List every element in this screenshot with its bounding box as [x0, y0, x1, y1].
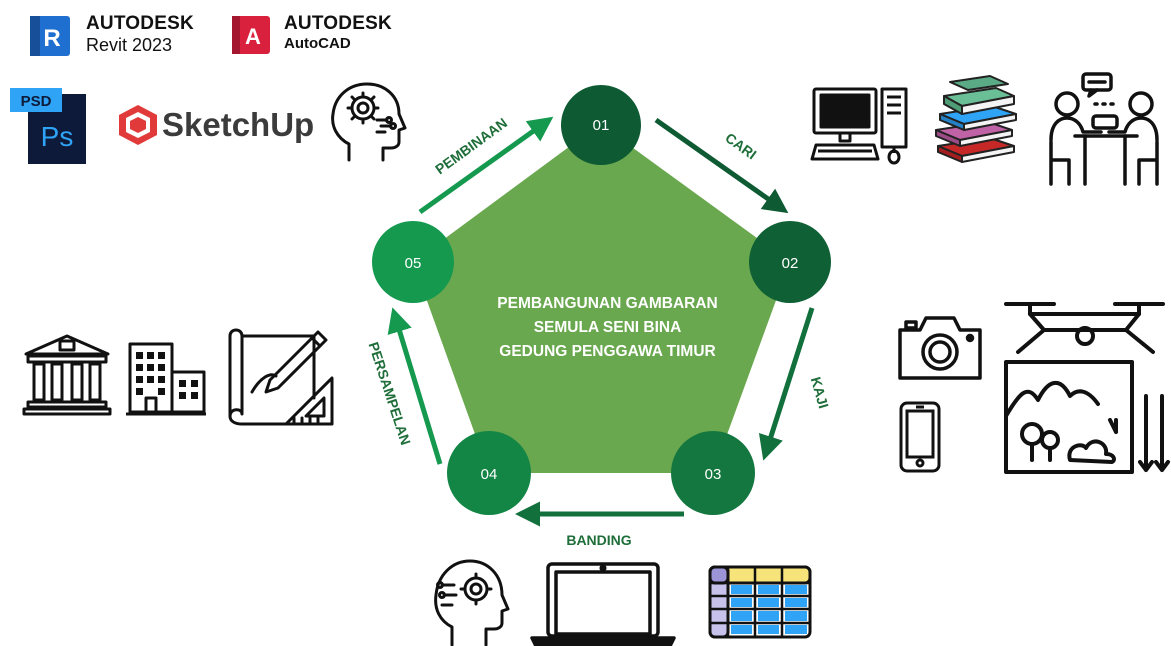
arrow-04-05 — [387, 307, 443, 465]
node-01-label: 01 — [593, 117, 610, 134]
arrow-01-02 — [654, 117, 789, 214]
smartphone-icon — [899, 401, 941, 473]
arrow-02-03 — [758, 307, 815, 461]
blueprint-drawing-icon — [228, 328, 334, 426]
center-title-line-2: SEMULA SENI BINA — [533, 319, 682, 336]
node-04-label: 04 — [481, 466, 498, 483]
node-05-label: 05 — [405, 255, 422, 272]
museum-icon — [22, 334, 112, 416]
autocad-brand: AUTODESK — [284, 13, 392, 34]
node-03-label: 03 — [705, 466, 722, 483]
revit-logo-icon: R — [30, 16, 70, 56]
node-05: 05 — [372, 221, 454, 303]
sketchup-logo-icon — [119, 105, 157, 145]
brain-gear-icon — [331, 82, 407, 162]
sketchup-logo: SketchUp — [118, 100, 323, 150]
revit-logo: R AUTODESK Revit 2023 — [30, 14, 220, 56]
revit-product: Revit 2023 — [86, 35, 173, 55]
center-title-line-3: GEDUNG PENGGAWA TIMUR — [499, 343, 716, 360]
step-label-kaji: KAJI — [808, 375, 832, 410]
laptop-icon — [530, 562, 676, 646]
photoshop-logo: PSD Ps — [10, 88, 86, 164]
step-label-pembinaan: PEMBINAAN — [432, 115, 510, 178]
svg-text:A: A — [245, 24, 261, 49]
node-01: 01 — [561, 85, 641, 165]
camera-icon — [898, 316, 982, 380]
office-building-icon — [126, 342, 206, 416]
step-label-banding: BANDING — [566, 532, 631, 548]
brain-gear-bottom-icon — [434, 559, 510, 646]
node-02: 02 — [749, 221, 831, 303]
arrow-05-01 — [418, 116, 554, 215]
autocad-logo-icon: A — [232, 16, 270, 54]
step-label-cari: CARI — [722, 129, 759, 162]
meeting-icon — [1049, 72, 1159, 186]
revit-brand: AUTODESK — [86, 13, 194, 34]
svg-text:Ps: Ps — [41, 121, 74, 152]
node-03: 03 — [671, 431, 755, 515]
svg-text:PSD: PSD — [21, 93, 52, 110]
center-title: PEMBANGUNAN GAMBARAN SEMULA SENI BINA GE… — [455, 292, 760, 364]
computer-icon — [810, 87, 908, 165]
books-icon — [935, 75, 1017, 163]
svg-text:R: R — [43, 25, 60, 52]
autocad-product: AutoCAD — [284, 35, 351, 52]
center-title-line-1: PEMBANGUNAN GAMBARAN — [497, 295, 718, 312]
drone-map-icon — [1004, 302, 1170, 474]
autocad-logo: A AUTODESK AutoCAD — [232, 14, 402, 56]
node-04: 04 — [447, 431, 531, 515]
node-02-label: 02 — [782, 255, 799, 272]
spreadsheet-icon — [708, 565, 812, 639]
central-pentagon — [413, 124, 790, 473]
sketchup-name: SketchUp — [162, 106, 315, 143]
